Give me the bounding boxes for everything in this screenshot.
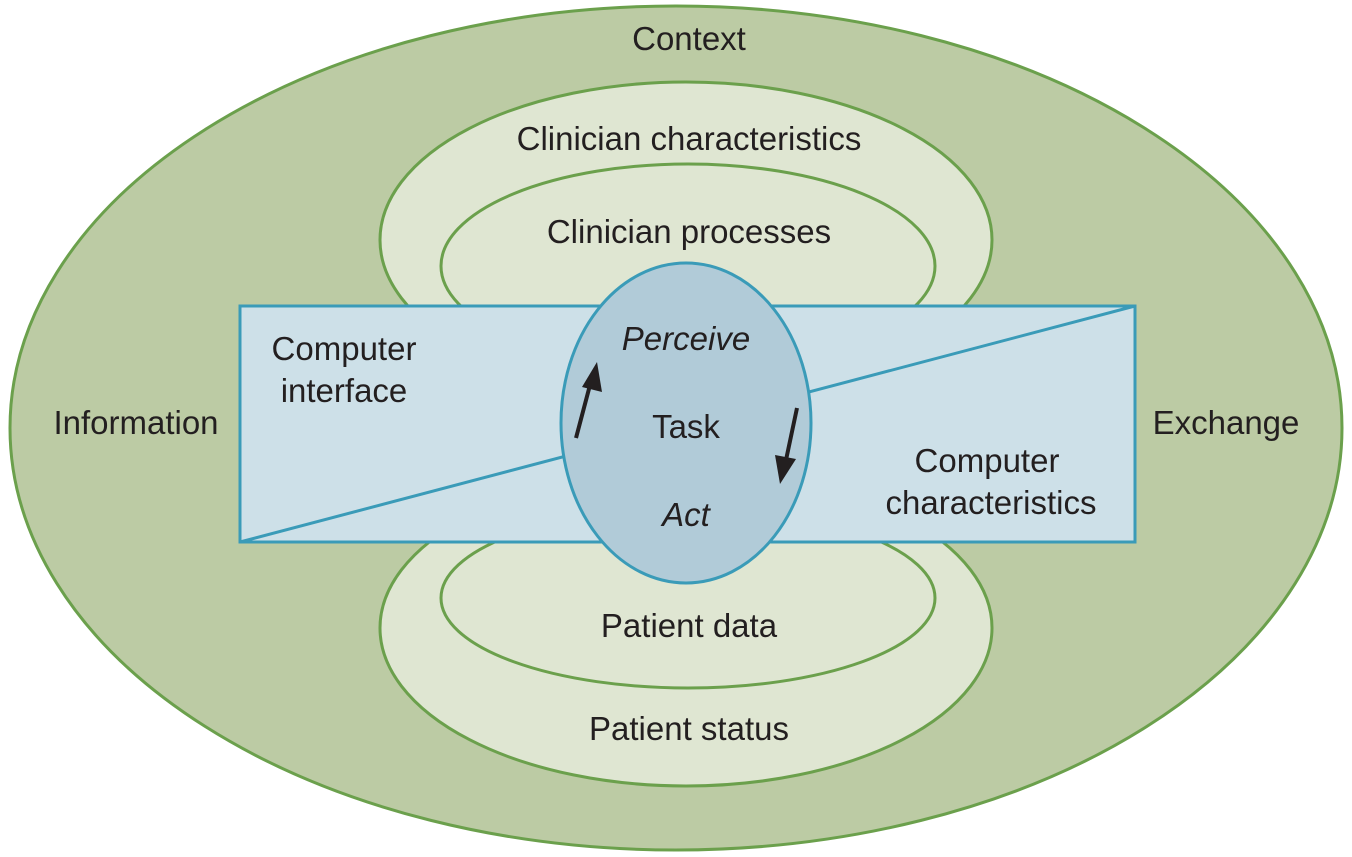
patient-status-label: Patient status xyxy=(589,710,789,747)
information-label: Information xyxy=(53,404,218,441)
task-label: Task xyxy=(652,408,720,445)
clinician-characteristics-label: Clinician characteristics xyxy=(517,120,862,157)
computer-characteristics-label-line2: characteristics xyxy=(886,484,1097,521)
computer-interface-label-line1: Computer xyxy=(272,330,417,367)
act-arrow-head xyxy=(775,455,796,484)
clinician-processes-label: Clinician processes xyxy=(547,213,831,250)
perceive-arrow xyxy=(574,384,592,439)
act-arrow xyxy=(784,407,799,461)
act-label: Act xyxy=(660,496,712,533)
perceive-label: Perceive xyxy=(622,320,750,357)
computer-characteristics-label-line1: Computer xyxy=(915,442,1060,479)
exchange-label: Exchange xyxy=(1153,404,1300,441)
context-label: Context xyxy=(632,20,746,57)
task-ellipse xyxy=(559,261,813,585)
computer-interface-label-line2: interface xyxy=(281,372,408,409)
perceive-arrow-head xyxy=(582,362,602,392)
patient-data-label: Patient data xyxy=(601,607,778,644)
